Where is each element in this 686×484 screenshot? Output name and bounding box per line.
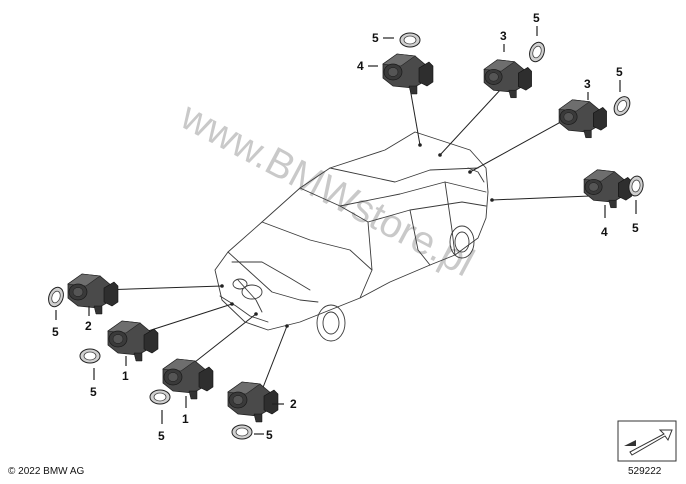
callout-5: 5: [616, 65, 623, 79]
diagram-number: 529222: [628, 466, 662, 477]
watermark: www.BMWstore.pl: [173, 94, 481, 286]
sensor-rear-corner-icon: [583, 169, 632, 209]
callout-4: 4: [601, 225, 608, 239]
sensor-front-center-icon: [162, 358, 214, 400]
direction-arrow-icon: [617, 420, 677, 462]
sensor-top-icon: [382, 53, 434, 95]
sensor-front-right-icon: [227, 381, 279, 423]
callout-3: 3: [584, 77, 591, 91]
callout-3: 3: [500, 29, 507, 43]
callout-5: 5: [90, 385, 97, 399]
seal-ring-icon: [610, 93, 634, 119]
callout-4: 4: [357, 59, 364, 73]
seal-ring-icon: [399, 32, 421, 48]
callout-5: 5: [632, 221, 639, 235]
seal-ring-icon: [526, 39, 548, 65]
callout-2: 2: [85, 319, 92, 333]
callout-labels: 5 4 3 5 3 5 4 5 5 2 1 5 1 5 2 5: [52, 11, 639, 443]
sensor-rear-upper-icon: [483, 59, 532, 99]
callout-5: 5: [372, 31, 379, 45]
leader-lines: [99, 87, 591, 391]
sensor-rear-side-icon: [558, 99, 607, 139]
callout-2: 2: [290, 397, 297, 411]
seal-ring-icon: [79, 348, 101, 364]
callout-5: 5: [52, 325, 59, 339]
sensor-front-left-icon: [67, 273, 119, 315]
callout-1: 1: [182, 412, 189, 426]
sensor-front-inner-icon: [107, 320, 159, 362]
callout-5: 5: [266, 428, 273, 442]
car-outline: [214, 131, 489, 342]
callout-1: 1: [122, 369, 129, 383]
callout-5: 5: [533, 11, 540, 25]
copyright-text: © 2022 BMW AG: [8, 466, 85, 477]
seal-ring-icon: [149, 389, 171, 405]
callout-5: 5: [158, 429, 165, 443]
seal-ring-icon: [231, 424, 253, 440]
seal-ring-icon: [45, 284, 67, 310]
